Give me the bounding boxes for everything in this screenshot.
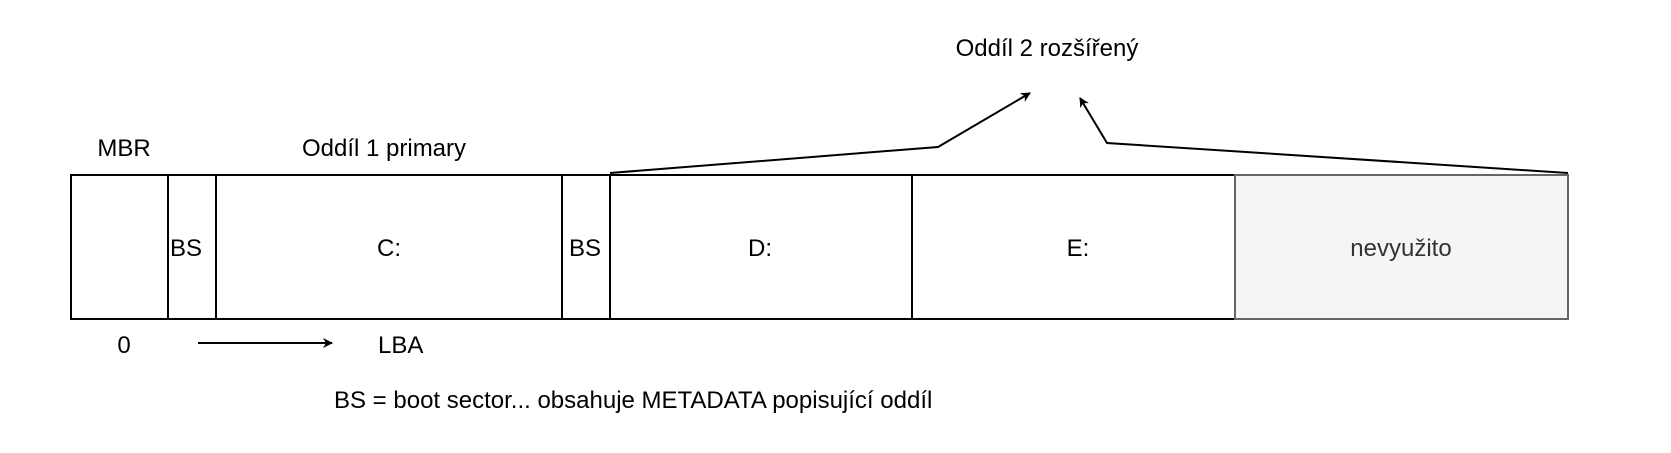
extended-partition-left-arrow — [609, 92, 1031, 174]
partition-1-label: Oddíl 1 primary — [302, 135, 466, 162]
unused-space-cell: nevyužito — [1234, 174, 1569, 320]
boot-sector-1-label: BS — [170, 235, 202, 262]
lba-zero-label: 0 — [117, 332, 130, 359]
partition-e-cell: E: — [911, 174, 1236, 320]
boot-sector-1-cell: BS — [167, 174, 217, 320]
partition-2-label: Oddíl 2 rozšířený — [956, 35, 1139, 62]
extended-partition-right-arrow — [1079, 97, 1569, 174]
partition-d-cell: D: — [609, 174, 913, 320]
lba-label: LBA — [378, 332, 423, 359]
partition-e-label: E: — [1067, 235, 1090, 262]
partition-c-cell: C: — [215, 174, 563, 320]
mbr-cell — [70, 174, 169, 320]
boot-sector-2-cell: BS — [561, 174, 611, 320]
boot-sector-legend: BS = boot sector... obsahuje METADATA po… — [334, 387, 932, 414]
boot-sector-2-label: BS — [569, 235, 601, 262]
partition-c-label: C: — [377, 235, 401, 262]
partition-d-label: D: — [748, 235, 772, 262]
unused-space-label: nevyužito — [1350, 235, 1451, 262]
mbr-label: MBR — [97, 135, 150, 162]
